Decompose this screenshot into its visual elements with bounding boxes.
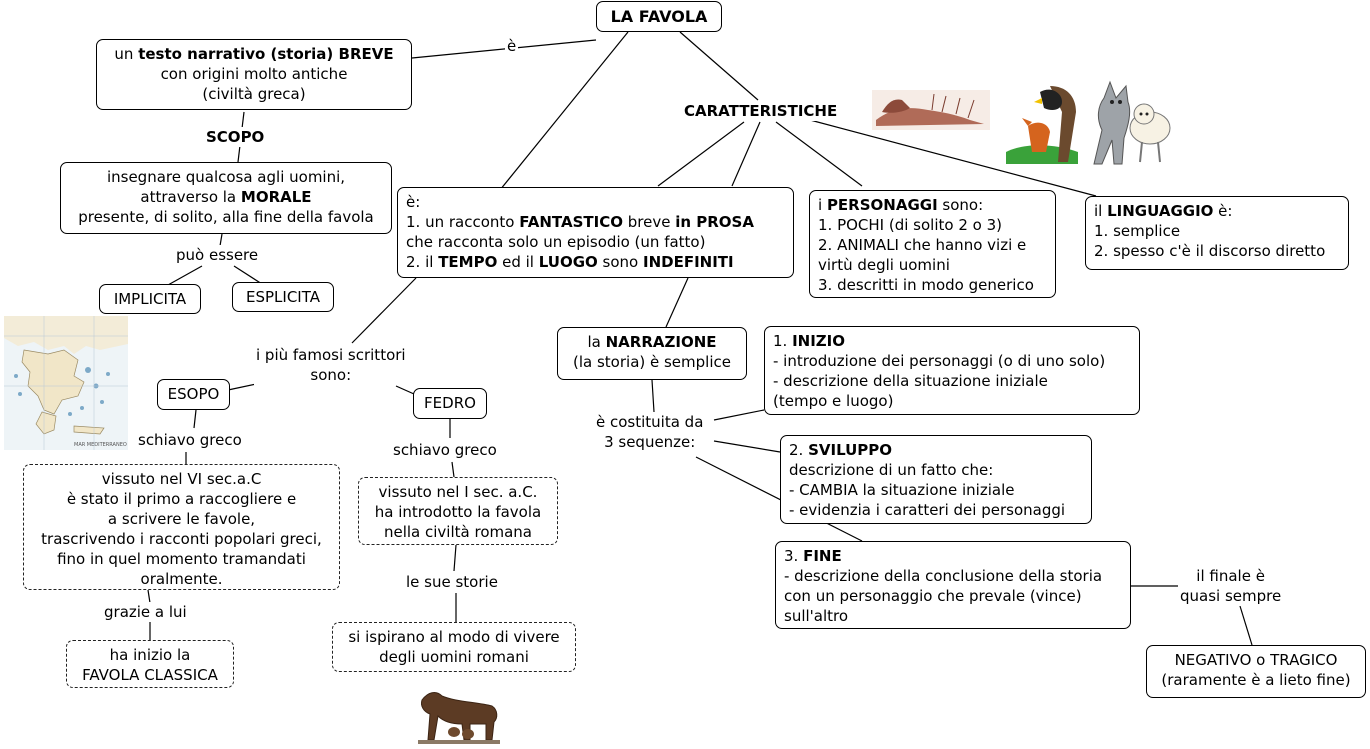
schiavo-greco-label-fedro: schiavo greco (391, 440, 499, 460)
connector (499, 31, 629, 191)
root-title: LA FAVOLA (610, 7, 708, 26)
scrittori-label: i più famosi scrittori sono: (254, 345, 408, 385)
sviluppo-node: 2. SVILUPPO descrizione di un fatto che:… (780, 435, 1092, 524)
definition-node: un testo narrativo (storia) BREVE con or… (96, 39, 412, 110)
schiavo-greco-label-esopo: schiavo greco (136, 430, 244, 450)
finale-label: il finale è quasi sempre (1178, 566, 1284, 606)
fantastico-node: è: 1. un racconto FANTASTICO breve in PR… (397, 187, 794, 278)
grazie-label: grazie a lui (102, 602, 189, 622)
esplicita-node: ESPLICITA (232, 282, 334, 312)
fine-node: 3. FINE - descrizione della conclusione … (775, 541, 1131, 629)
wolf-lamb-image (1093, 80, 1171, 165)
connector (351, 277, 417, 344)
connector (679, 31, 759, 101)
connector (713, 440, 781, 453)
greece-map-image: MAR MEDITERRANEO (4, 316, 128, 450)
fedro-description-node: vissuto nel I sec. a.C. ha introdotto la… (358, 477, 558, 545)
negativo-node: NEGATIVO o TRAGICO (raramente è a lieto … (1146, 645, 1366, 698)
implicita-node: IMPLICITA (99, 284, 201, 314)
esopo-node: ESOPO (157, 379, 230, 410)
connector (665, 277, 689, 328)
connector (731, 121, 761, 187)
connector (657, 121, 745, 187)
root-node: LA FAVOLA (596, 1, 722, 32)
linguaggio-node: il LINGUAGGIO è: 1. semplice 2. spesso c… (1085, 196, 1349, 270)
inizio-node: 1. INIZIO - introduzione dei personaggi … (764, 326, 1140, 415)
connector (775, 121, 863, 187)
connector (227, 383, 257, 391)
connector (167, 265, 203, 286)
connector (809, 119, 1097, 197)
connector (695, 456, 863, 542)
esopo-description-node: vissuto nel VI sec.a.C è stato il primo … (23, 464, 340, 590)
she-wolf-statue-image (418, 692, 500, 744)
connector (1239, 605, 1253, 646)
personaggi-node: i PERSONAGGI sono: 1. POCHI (di solito 2… (809, 190, 1056, 298)
caratteristiche-label: CARATTERISTICHE (682, 101, 840, 121)
puo-essere-label: può essere (174, 245, 261, 265)
fedro-node: FEDRO (413, 388, 487, 419)
link-label-e: è (505, 36, 519, 56)
connector (219, 233, 223, 247)
connector (713, 409, 765, 421)
scopo-node: insegnare qualcosa agli uomini, attraver… (60, 162, 392, 234)
connector (651, 379, 655, 413)
connector (193, 409, 197, 429)
connector (411, 39, 597, 59)
romani-node: si ispirano al modo di vivere degli uomi… (332, 622, 576, 672)
sue-storie-label: le sue storie (404, 572, 500, 592)
connector (395, 385, 415, 395)
svg-text:MAR MEDITERRANEO: MAR MEDITERRANEO (74, 442, 127, 448)
connector (233, 265, 263, 285)
connector (453, 544, 457, 572)
connector (147, 589, 151, 604)
narrazione-node: la NARRAZIONE (la storia) è semplice (557, 327, 747, 380)
crow-fox-image (1006, 86, 1078, 164)
deer-drawing-image (872, 90, 990, 130)
costituita-label: è costituita da 3 sequenze: (594, 412, 706, 452)
connector (451, 461, 455, 478)
favola-classica-node: ha inizio la FAVOLA CLASSICA (66, 640, 234, 688)
scopo-label: SCOPO (204, 127, 267, 147)
